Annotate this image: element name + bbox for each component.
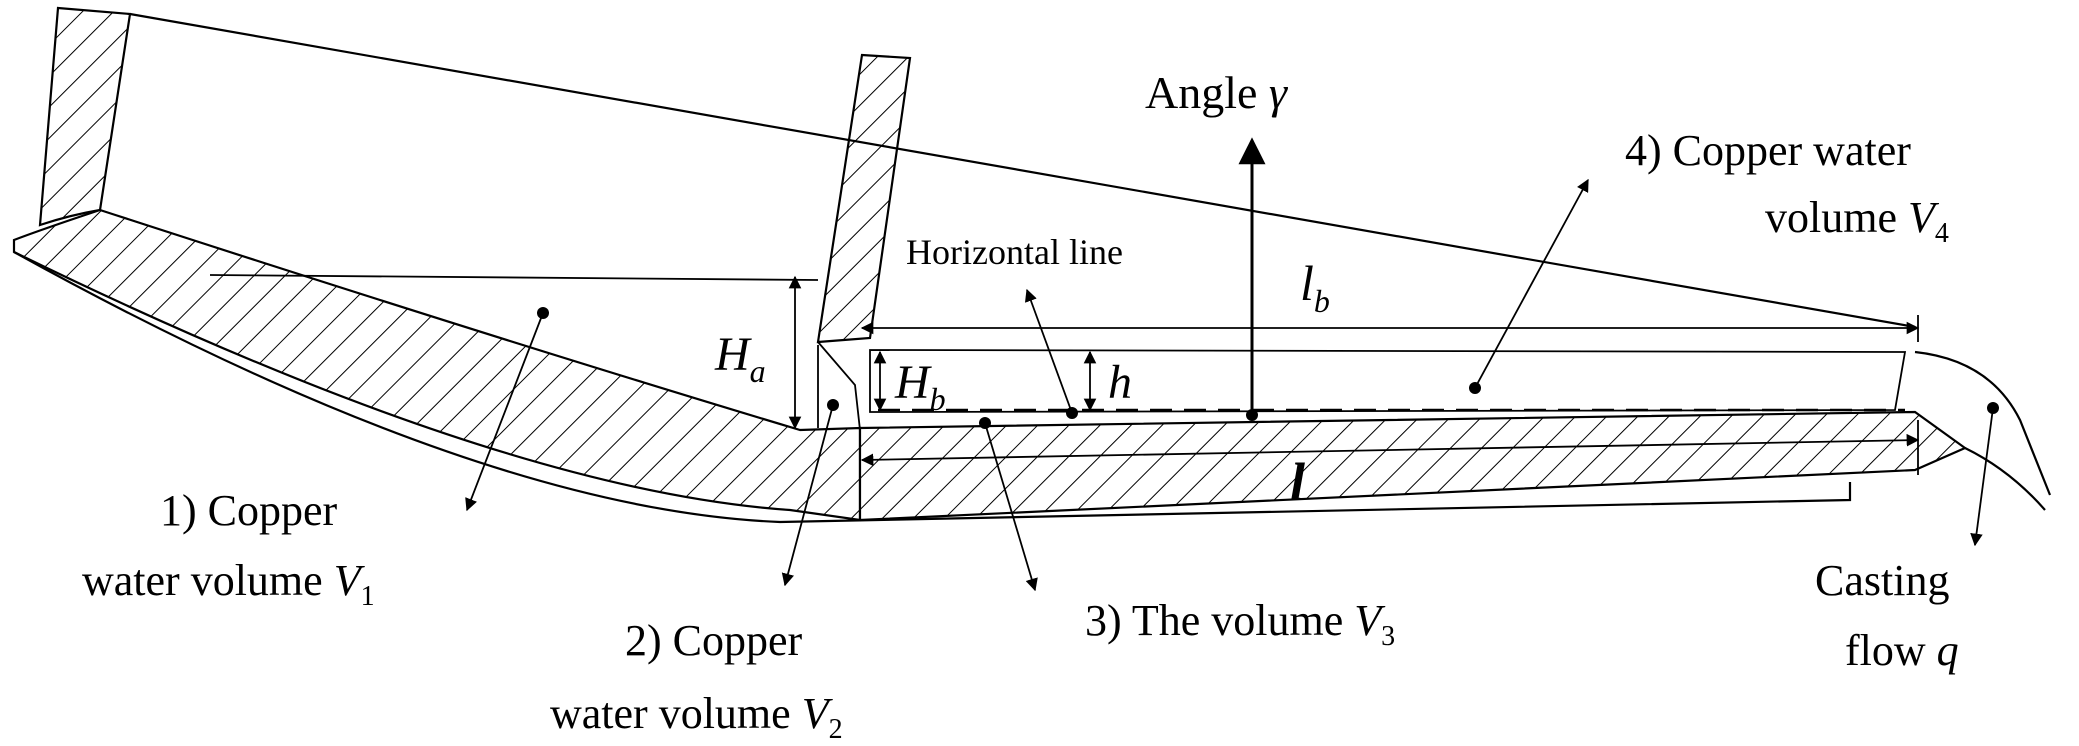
l-label: l <box>1290 452 1305 512</box>
v1-leader <box>465 312 544 512</box>
bottom-shell <box>12 208 862 522</box>
v4-label: 4) Copper water volume V4 <box>1625 126 1949 249</box>
dim-l <box>860 433 1920 467</box>
ladle-lid-line <box>129 12 1916 329</box>
casting-flow-label: Casting flow q <box>1815 556 1960 675</box>
lb-label: lb <box>1300 255 1330 319</box>
spout-lower <box>1964 447 2046 511</box>
v2-leader <box>781 404 834 587</box>
hline-leader <box>1024 288 1073 414</box>
v3-leader <box>984 422 1038 592</box>
ha-label: Ha <box>714 328 766 389</box>
v3-label: 3) The volume V3 <box>1085 596 1395 652</box>
v1-label: 1) Copper water volume V1 <box>82 486 375 612</box>
trough-plate <box>858 410 1968 522</box>
divider-wall <box>816 53 912 344</box>
spout-upper <box>1914 350 2052 496</box>
right-chamber <box>869 349 1907 413</box>
angle-label: Angle γ <box>1145 67 1289 118</box>
surface-line-1 <box>209 274 819 281</box>
angle-dot <box>1246 409 1258 421</box>
h-label: h <box>1108 356 1132 409</box>
hb-label: Hb <box>894 356 946 417</box>
outer-skin <box>13 251 1852 524</box>
left-wall <box>38 6 132 227</box>
chamber2-edges <box>817 341 861 431</box>
v2-label: 2) Copper water volume V2 <box>550 616 843 745</box>
horizontal-line-label: Horizontal line <box>906 232 1123 272</box>
v4-leader <box>1474 178 1589 389</box>
casting-leader <box>1970 407 1994 547</box>
